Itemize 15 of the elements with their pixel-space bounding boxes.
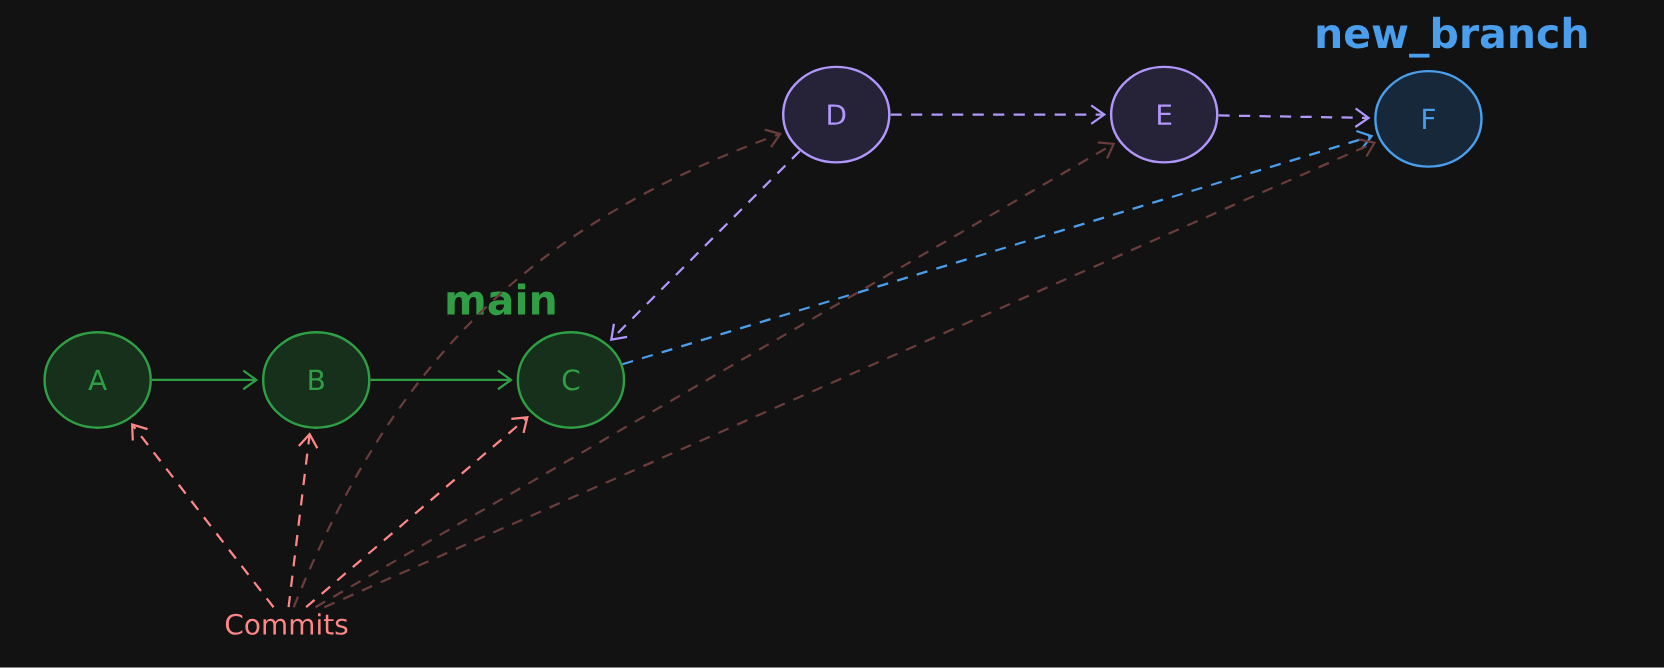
text-label: Commits	[225, 613, 348, 636]
arrow	[131, 423, 275, 609]
branch-label: new_branch	[1317, 16, 1587, 58]
arrow	[622, 130, 1374, 366]
arrow	[151, 369, 259, 391]
arrow	[890, 104, 1107, 126]
arrow	[314, 141, 1116, 609]
arrow	[609, 150, 801, 342]
arrow	[287, 432, 319, 608]
arrow	[370, 369, 513, 391]
arrow	[1218, 107, 1371, 129]
branch-label: main	[447, 283, 555, 316]
arrow	[305, 416, 529, 609]
arrow	[292, 128, 782, 608]
arrow	[323, 138, 1377, 609]
